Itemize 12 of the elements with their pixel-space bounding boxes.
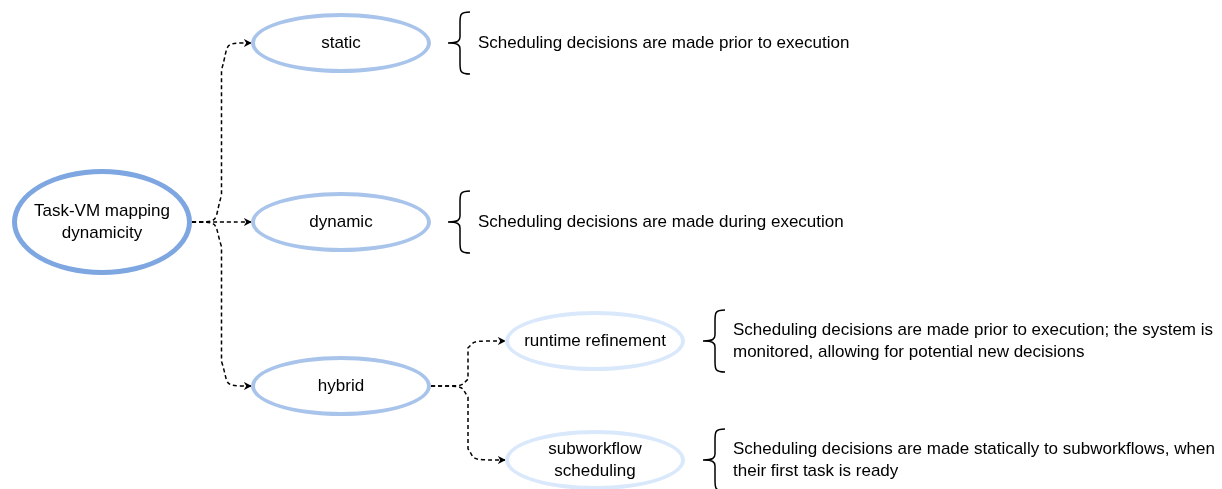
description-text: Scheduling decisions are made prior to execution; the system is monitored, allowing for potential new decisions — [733, 319, 1215, 363]
node-label: static — [321, 32, 361, 54]
description-text: Scheduling decisions are made prior to execution — [478, 32, 851, 54]
node-label: runtime refinement — [524, 330, 666, 352]
dashed-arrow — [191, 221, 252, 390]
node-label: subworkflow scheduling — [547, 438, 643, 482]
dashed-arrow — [430, 385, 506, 464]
node-label: dynamic — [309, 211, 373, 233]
description-text: Scheduling decisions are made statically to subworkflows, when their first task is ready — [733, 438, 1216, 482]
description-text: Scheduling decisions are made during execution — [478, 211, 845, 233]
node-label: Task-VM mapping dynamicity — [32, 200, 172, 244]
node-label: hybrid — [317, 375, 365, 397]
